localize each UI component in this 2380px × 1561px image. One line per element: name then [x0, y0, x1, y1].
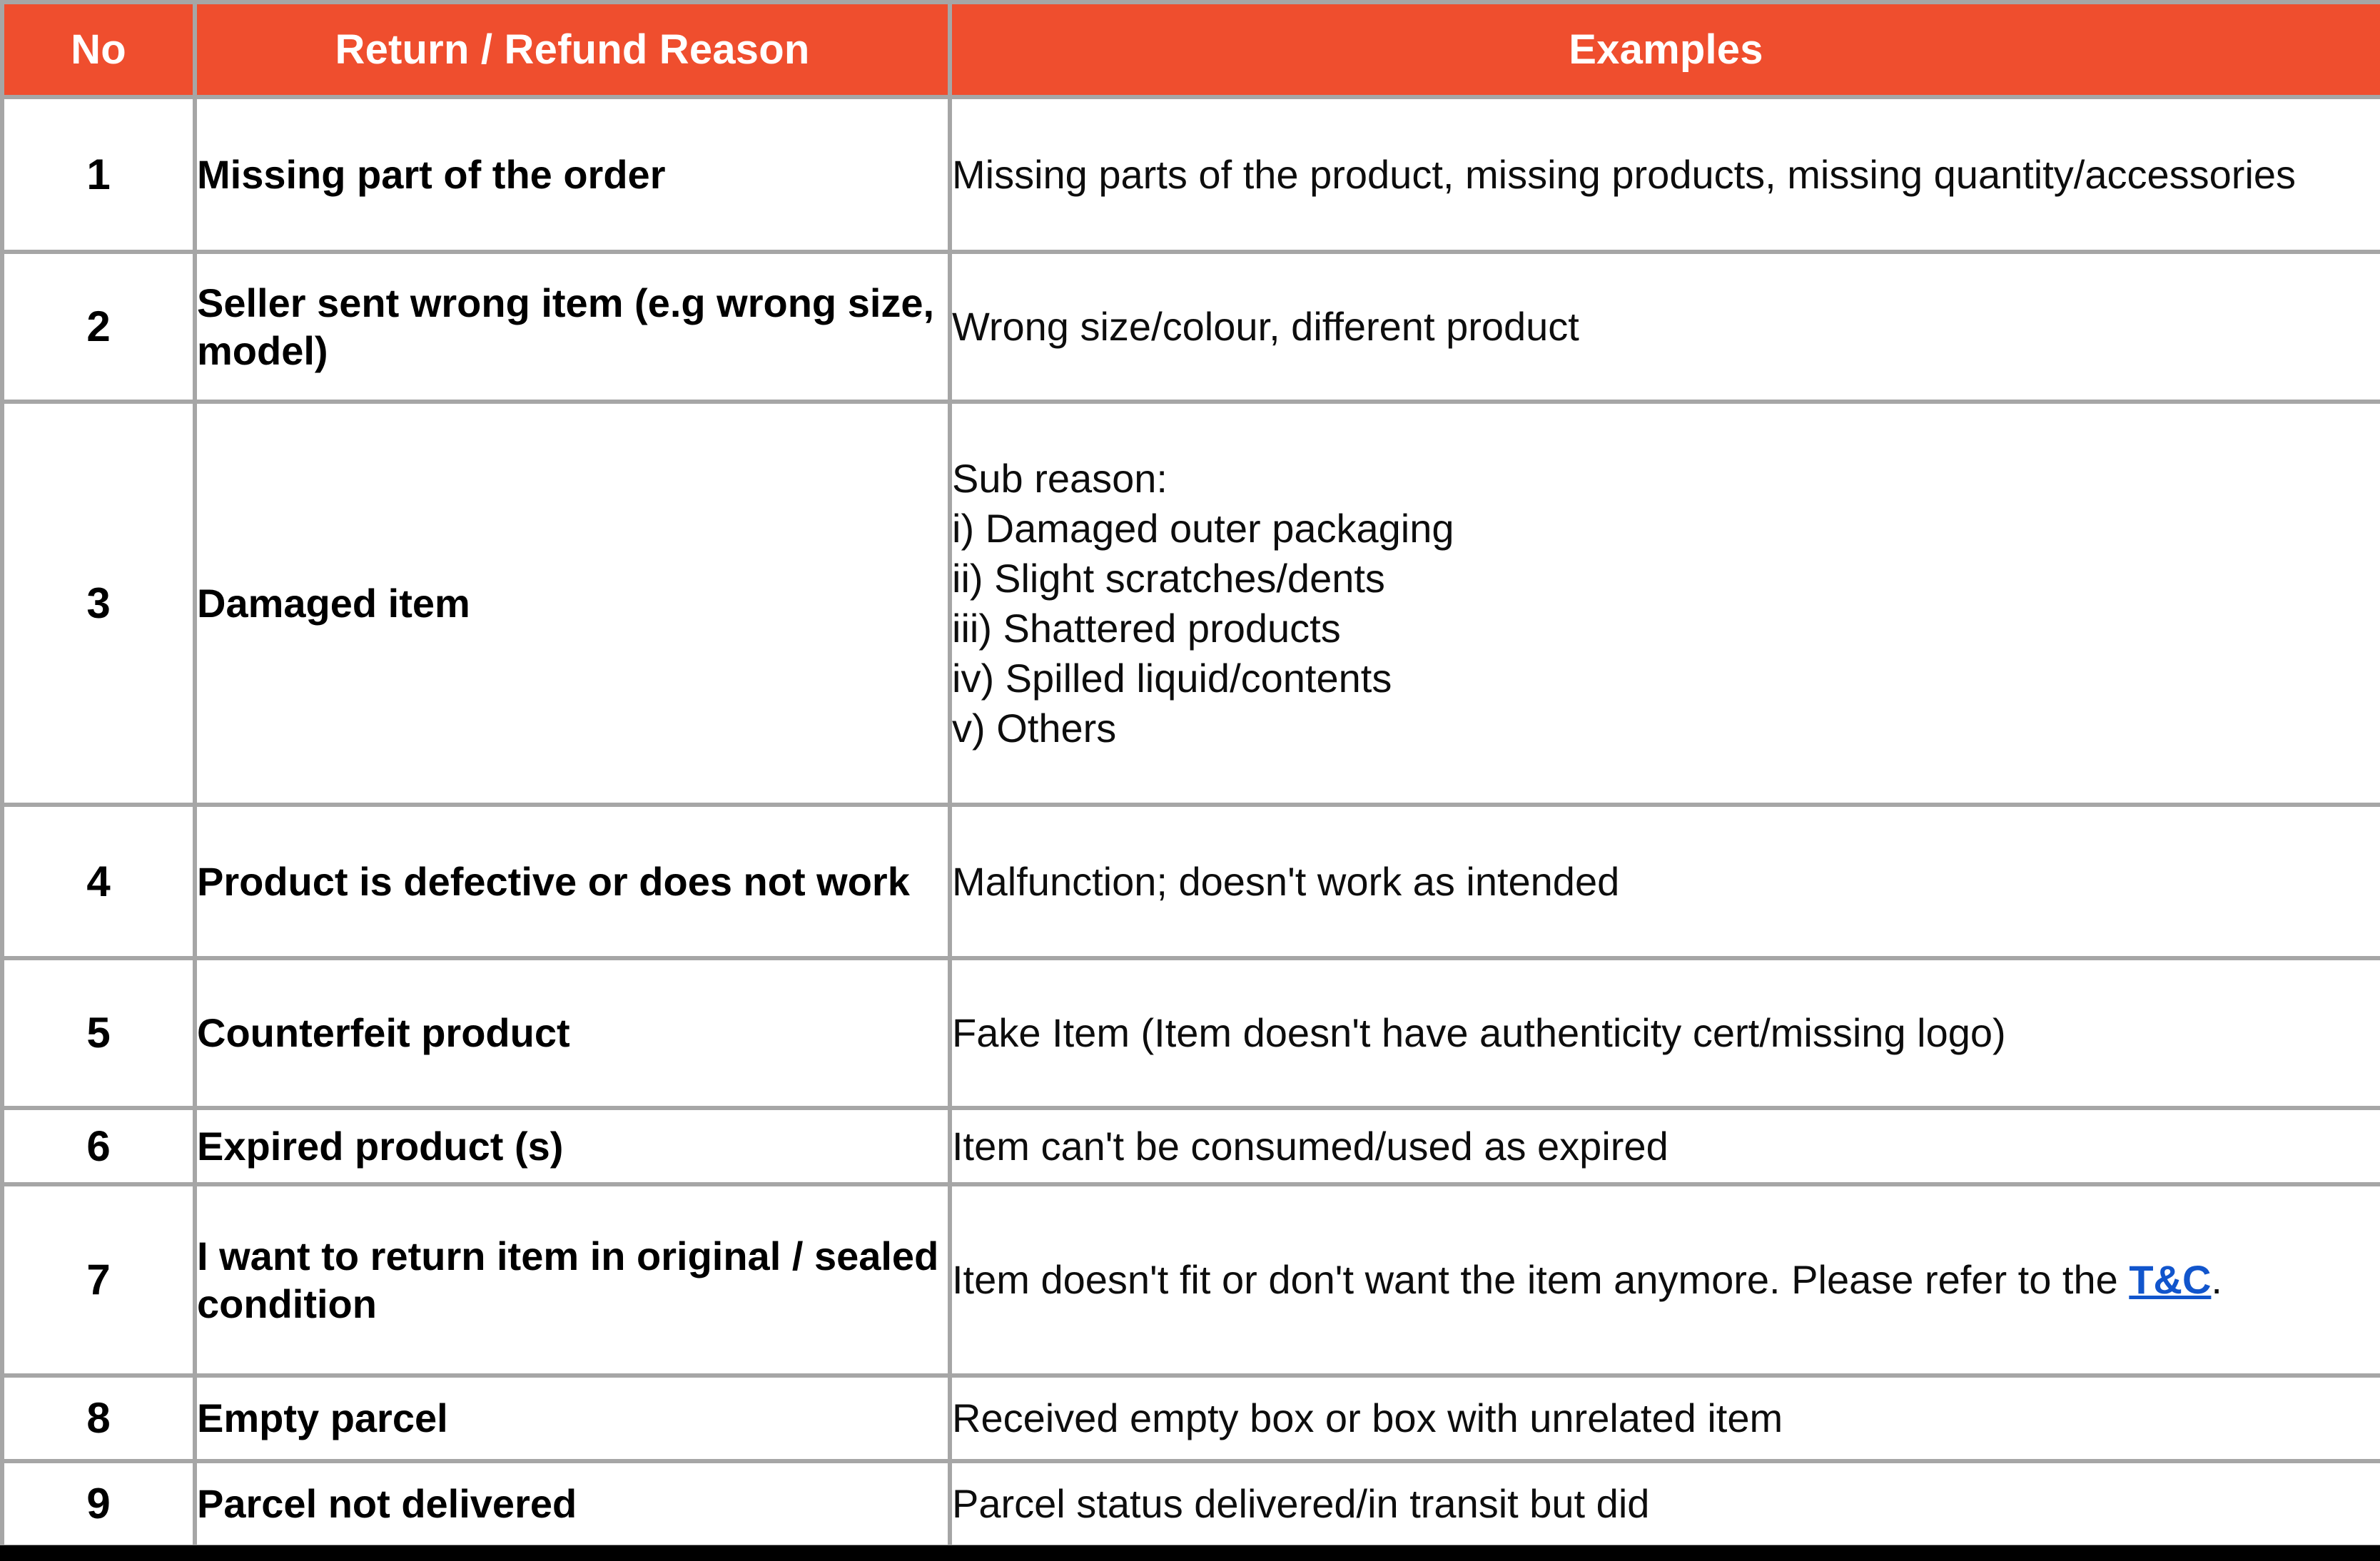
row-number: 7: [0, 1182, 197, 1378]
row-example: Received empty box or box with unrelated…: [948, 1373, 2380, 1463]
row-number: 2: [0, 250, 197, 404]
row-reason: Parcel not delivered: [193, 1459, 952, 1549]
table-row: 6 Expired product (s) Item can't be cons…: [0, 1106, 2380, 1186]
row-number: 1: [0, 95, 197, 254]
row-number: 6: [0, 1106, 197, 1186]
bottom-black-bar: [0, 1545, 2380, 1561]
row-example: Parcel status delivered/in transit but d…: [948, 1459, 2380, 1549]
row-example: Item can't be consumed/used as expired: [948, 1106, 2380, 1186]
row-reason: Seller sent wrong item (e.g wrong size, …: [193, 250, 952, 404]
example-text-prefix: Item doesn't fit or don't want the item …: [952, 1257, 2130, 1302]
example-text: Item can't be consumed/used as expired: [952, 1123, 1668, 1169]
reason-text: Empty parcel: [197, 1395, 448, 1441]
row-reason: Damaged item: [193, 400, 952, 807]
reason-text: Counterfeit product: [197, 1010, 570, 1056]
header-row: No Return / Refund Reason Examples: [0, 0, 2380, 99]
table-row: 8 Empty parcel Received empty box or box…: [0, 1373, 2380, 1463]
row-example: Sub reason: i) Damaged outer packaging i…: [948, 400, 2380, 807]
example-text: Parcel status delivered/in transit but d…: [952, 1481, 1650, 1526]
row-example: Wrong size/colour, different product: [948, 250, 2380, 404]
row-example: Item doesn't fit or don't want the item …: [948, 1182, 2380, 1378]
example-text: Sub reason: i) Damaged outer packaging i…: [952, 455, 1454, 751]
column-header-examples: Examples: [948, 0, 2380, 99]
table-body: 1 Missing part of the order Missing part…: [0, 95, 2380, 1549]
reason-text: Expired product (s): [197, 1123, 564, 1169]
column-header-no: No: [0, 0, 197, 99]
row-reason: Missing part of the order: [193, 95, 952, 254]
example-text-suffix: .: [2211, 1257, 2222, 1302]
reason-text: Damaged item: [197, 580, 470, 626]
reason-text: Product is defective or does not work: [197, 858, 910, 904]
terms-and-conditions-link[interactable]: T&C: [2129, 1257, 2212, 1302]
table-row: 1 Missing part of the order Missing part…: [0, 95, 2380, 254]
row-reason: Expired product (s): [193, 1106, 952, 1186]
reason-text: Missing part of the order: [197, 151, 666, 197]
table-row: 5 Counterfeit product Fake Item (Item do…: [0, 956, 2380, 1110]
table-row: 9 Parcel not delivered Parcel status del…: [0, 1459, 2380, 1549]
row-reason: Counterfeit product: [193, 956, 952, 1110]
row-reason: Product is defective or does not work: [193, 803, 952, 960]
table-header: No Return / Refund Reason Examples: [0, 0, 2380, 99]
example-text: Wrong size/colour, different product: [952, 304, 1579, 349]
column-header-reason: Return / Refund Reason: [193, 0, 952, 99]
table-row: 4 Product is defective or does not work …: [0, 803, 2380, 960]
row-number: 8: [0, 1373, 197, 1463]
row-number: 3: [0, 400, 197, 807]
table-row: 3 Damaged item Sub reason: i) Damaged ou…: [0, 400, 2380, 807]
table-row: 7 I want to return item in original / se…: [0, 1182, 2380, 1378]
row-example: Missing parts of the product, missing pr…: [948, 95, 2380, 254]
row-number: 5: [0, 956, 197, 1110]
row-number: 4: [0, 803, 197, 960]
row-reason: Empty parcel: [193, 1373, 952, 1463]
row-example: Fake Item (Item doesn't have authenticit…: [948, 956, 2380, 1110]
example-text: Malfunction; doesn't work as intended: [952, 858, 1620, 904]
example-text: Missing parts of the product, missing pr…: [952, 151, 2297, 197]
row-reason: I want to return item in original / seal…: [193, 1182, 952, 1378]
table-row: 2 Seller sent wrong item (e.g wrong size…: [0, 250, 2380, 404]
example-text: Fake Item (Item doesn't have authenticit…: [952, 1010, 2006, 1055]
example-text: Received empty box or box with unrelated…: [952, 1395, 1783, 1440]
row-number: 9: [0, 1459, 197, 1549]
reason-text: Parcel not delivered: [197, 1481, 577, 1527]
reason-text: I want to return item in original / seal…: [197, 1233, 939, 1326]
row-example: Malfunction; doesn't work as intended: [948, 803, 2380, 960]
reason-text: Seller sent wrong item (e.g wrong size, …: [197, 280, 935, 373]
